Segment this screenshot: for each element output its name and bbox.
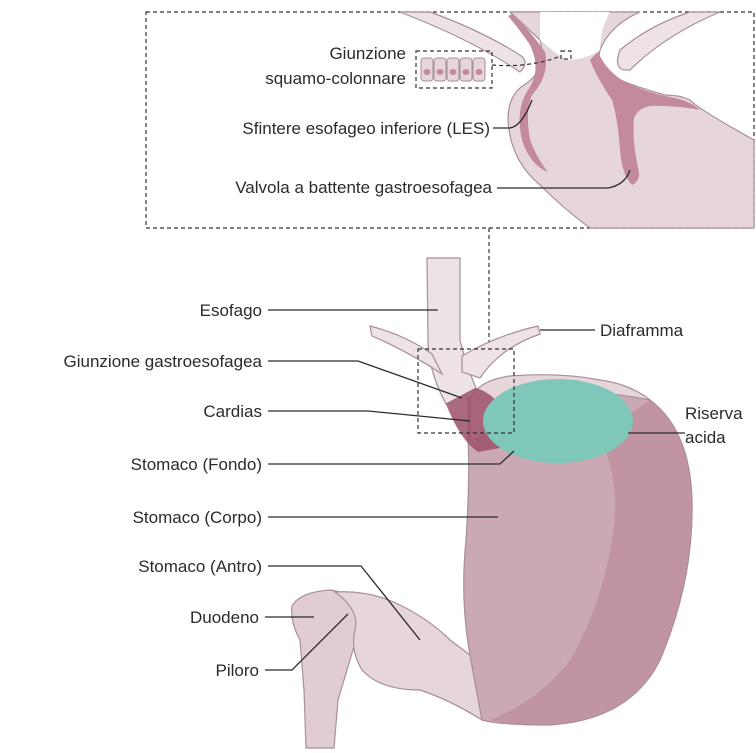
cardia-leader <box>268 411 470 421</box>
flap-valve-label: Valvola a battente gastroesofagea <box>235 178 492 197</box>
acid-pocket-label-line1: Riserva <box>685 404 743 423</box>
duodenum-label: Duodeno <box>190 608 259 627</box>
esophagus-shape <box>427 258 476 404</box>
diaphragm-label: Diaframma <box>600 321 684 340</box>
les-label: Sfintere esofageo inferiore (LES) <box>242 119 490 138</box>
scj-nucleus <box>437 69 444 75</box>
scj-cell-row <box>421 58 485 81</box>
scj-nucleus <box>476 69 483 75</box>
cardia-label: Cardias <box>203 402 262 421</box>
duodenum-shape <box>292 590 362 748</box>
acid-pocket-label-line2: acida <box>685 428 726 447</box>
inset-panel: Giunzione squamo-colonnare Sfintere esof… <box>146 12 754 228</box>
esophagus-label: Esofago <box>200 301 262 320</box>
scj-nucleus <box>424 69 431 75</box>
scj-nucleus <box>463 69 470 75</box>
fundus-label: Stomaco (Fondo) <box>131 455 262 474</box>
scj-label-line2: squamo-colonnare <box>265 69 406 88</box>
inset-diaphragm-right <box>618 12 720 70</box>
scj-label-line1: Giunzione <box>329 44 406 63</box>
pylorus-label: Piloro <box>216 661 259 680</box>
acid-pocket <box>483 379 633 463</box>
gej-label: Giunzione gastroesofagea <box>64 352 263 371</box>
antrum-shape <box>335 592 482 720</box>
body-label: Stomaco (Corpo) <box>133 508 262 527</box>
antrum-label: Stomaco (Antro) <box>138 557 262 576</box>
diaphragm-right <box>462 326 540 378</box>
scj-nucleus <box>450 69 457 75</box>
